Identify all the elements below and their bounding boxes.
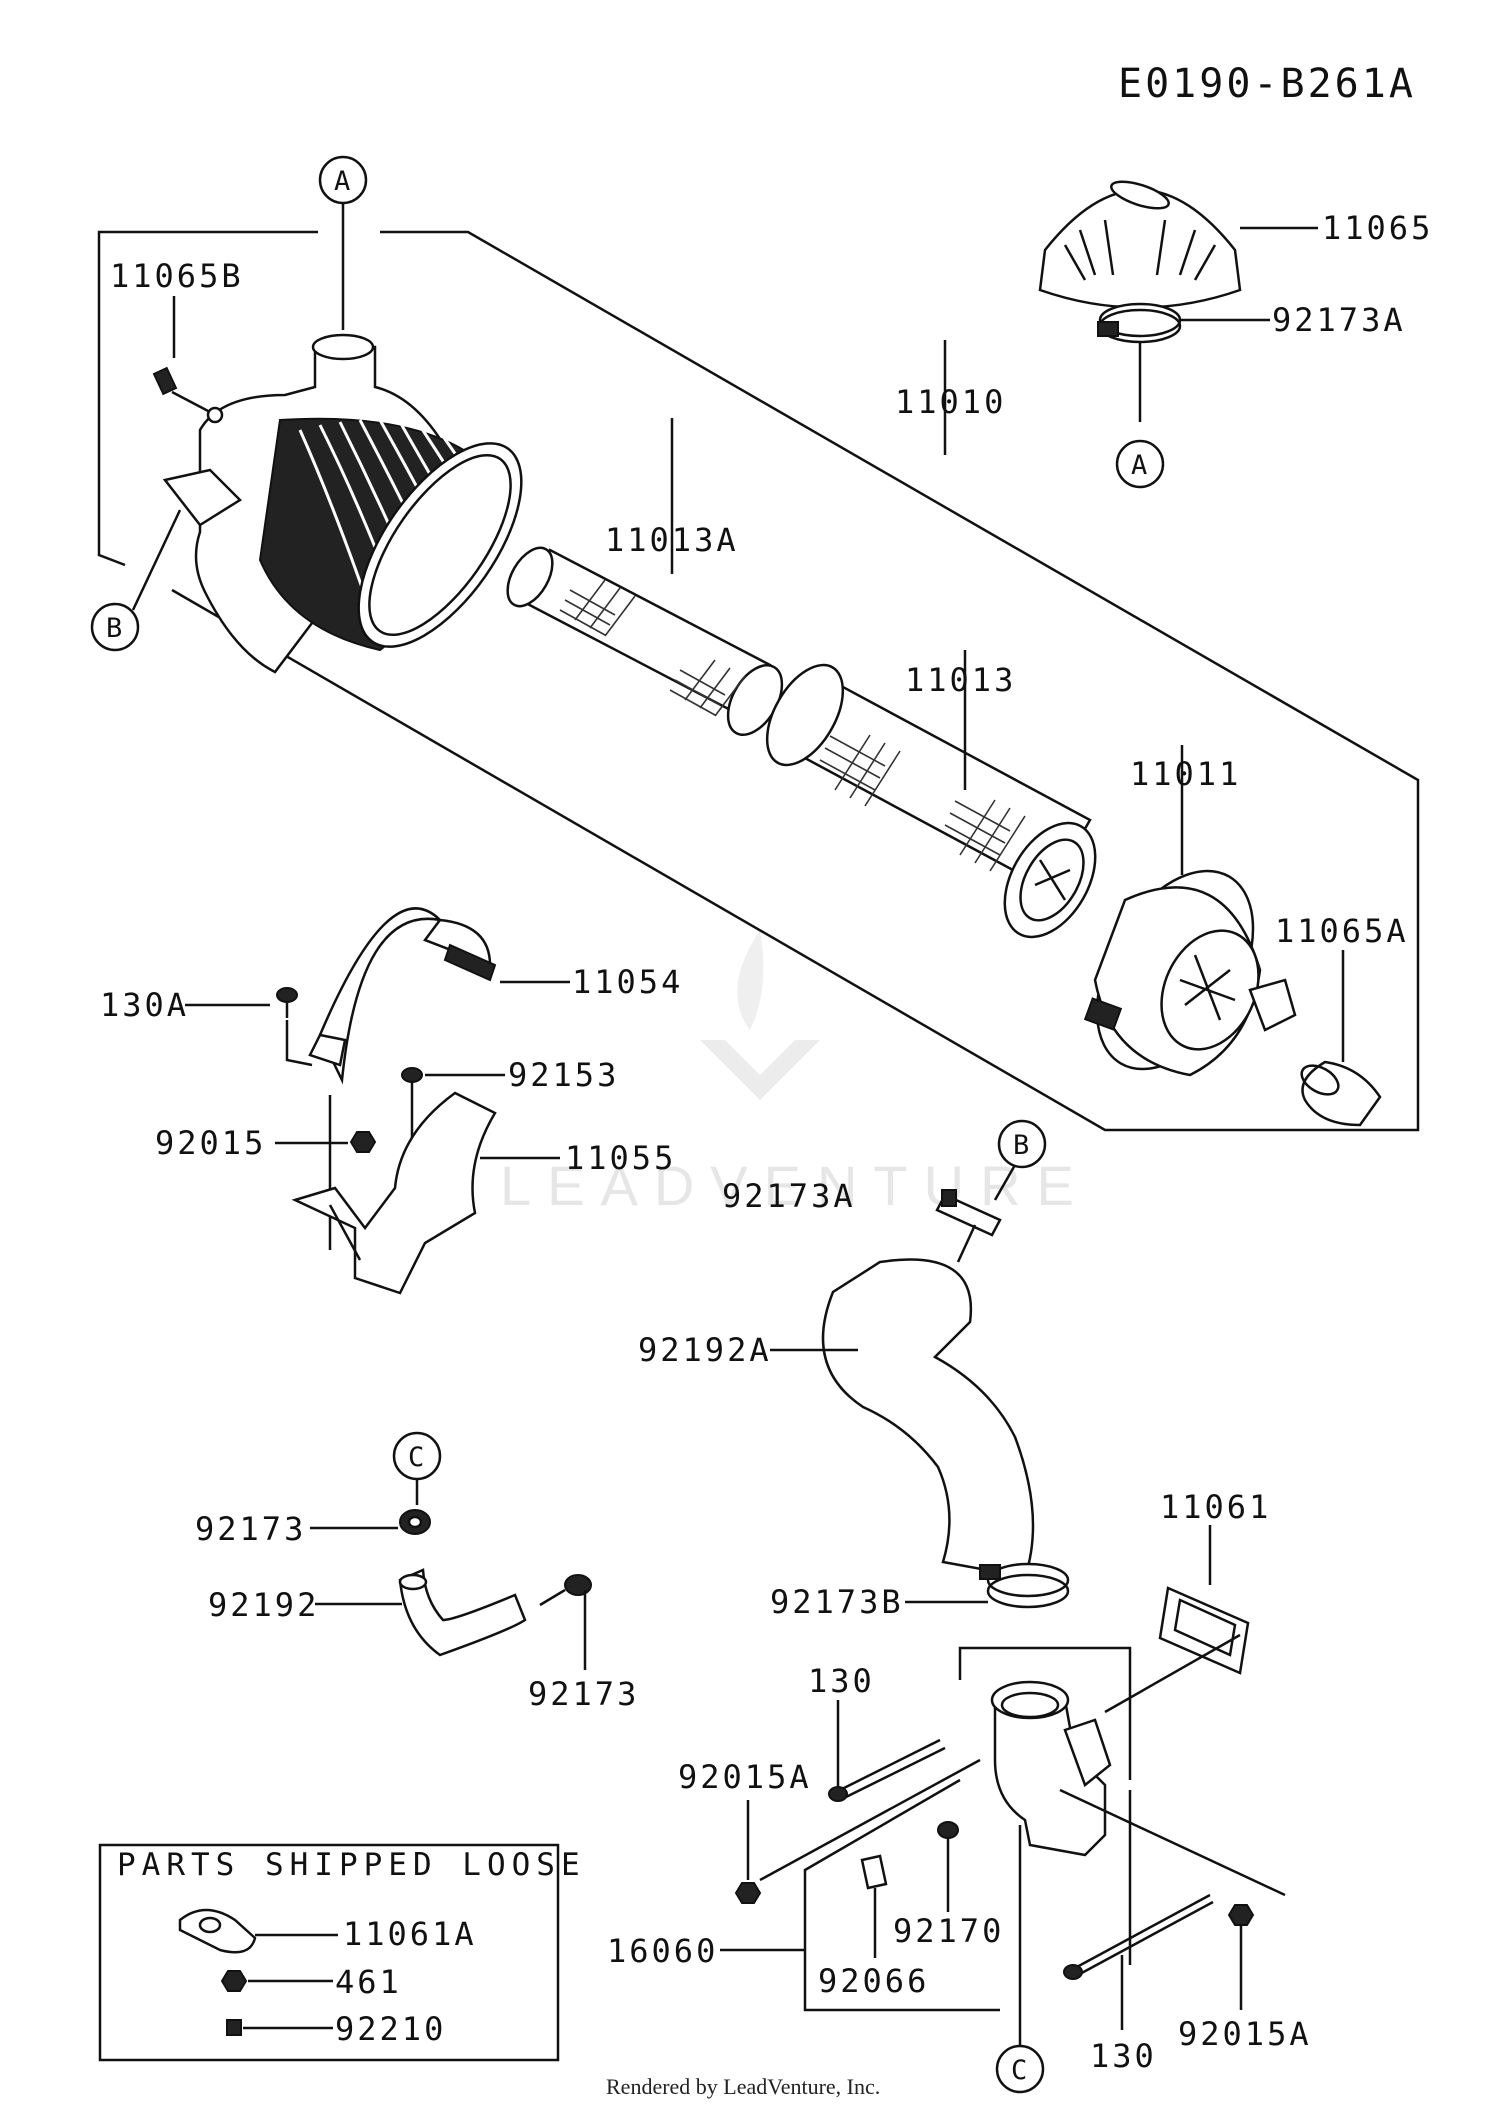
band-11054 xyxy=(308,907,570,1085)
cover-11065 xyxy=(1038,180,1318,309)
footer-credit: Rendered by LeadVenture, Inc. xyxy=(606,2074,880,2099)
part-label-11011: 11011 xyxy=(1130,755,1241,793)
callout-a-top-letter: A xyxy=(334,166,350,197)
parts-shipped-loose-box: PARTS SHIPPED LOOSE 11061A 461 92210 xyxy=(98,1843,586,2062)
nut-92015a-left xyxy=(734,1800,762,1904)
part-label-92170: 92170 xyxy=(893,1912,1004,1950)
callout-c-lower: C xyxy=(995,2044,1045,2094)
clip-92173a-lower xyxy=(935,1189,1002,1263)
bolt-130-lower xyxy=(1059,1788,1286,2030)
box-title: PARTS SHIPPED LOOSE xyxy=(117,1847,586,1883)
box-part-11061a: 11061A xyxy=(343,1915,477,1953)
callout-c-upper: C xyxy=(392,1431,442,1505)
watermark-text: LEADVENTURE xyxy=(500,1154,1090,1217)
watermark: LEADVENTURE xyxy=(500,930,1090,1217)
part-label-92173a-top: 92173A xyxy=(1272,301,1406,339)
callout-a-right: A xyxy=(1115,439,1165,489)
hose-92192a xyxy=(770,1258,1035,1579)
clip-92173-lower xyxy=(539,1574,592,1670)
part-label-92192: 92192 xyxy=(208,1586,319,1624)
part-label-16060: 16060 xyxy=(607,1932,718,1970)
air-cleaner-group-outline xyxy=(97,230,1420,1132)
diagram-code: E0190-B261A xyxy=(1118,61,1416,107)
bolt-130-upper xyxy=(759,1700,981,1882)
callout-b-left: B xyxy=(90,509,182,652)
clamp-92173a-top xyxy=(1097,302,1270,422)
callout-a-right-letter: A xyxy=(1131,450,1147,481)
part-label-92015: 92015 xyxy=(155,1124,266,1162)
part-label-11054: 11054 xyxy=(572,963,683,1001)
bracket-11055 xyxy=(291,1091,560,1295)
part-label-11065: 11065 xyxy=(1322,209,1433,247)
assembly-16060-outline xyxy=(803,1646,1132,2012)
part-label-130a: 130A xyxy=(100,986,189,1024)
bolt-11065b xyxy=(152,296,224,424)
callout-c-lower-letter: C xyxy=(1011,2055,1027,2086)
part-label-130-lower: 130 xyxy=(1090,2037,1157,2075)
part-label-92173a-lower: 92173A xyxy=(722,1177,856,1215)
part-label-11055: 11055 xyxy=(565,1139,676,1177)
box-part-461: 461 xyxy=(335,1963,402,2001)
callout-b-left-letter: B xyxy=(106,613,122,644)
clip-92170 xyxy=(937,1821,959,1912)
box-part-92210: 92210 xyxy=(335,2010,446,2048)
throttle-body-16060 xyxy=(990,1680,1112,2045)
callout-a-top: A xyxy=(318,155,368,330)
part-label-92173-upper: 92173 xyxy=(195,1510,306,1548)
part-label-11065a: 11065A xyxy=(1275,912,1409,950)
clamp-92173b xyxy=(905,1562,1070,1609)
bolt-130a xyxy=(185,987,313,1067)
air-cleaner-housing xyxy=(162,333,523,674)
part-label-11013: 11013 xyxy=(905,661,1016,699)
inner-element-11013a xyxy=(506,546,784,736)
nut-92015a-right xyxy=(1227,1904,1255,2010)
part-label-11065b: 11065B xyxy=(110,257,244,295)
part-label-92173b: 92173B xyxy=(770,1583,904,1621)
callout-b-lower: B xyxy=(993,1119,1047,1201)
part-label-92153: 92153 xyxy=(508,1056,619,1094)
part-label-92066: 92066 xyxy=(818,1962,929,2000)
cap-11011 xyxy=(1083,869,1297,1077)
callout-b-lower-letter: B xyxy=(1013,1130,1029,1161)
part-label-92192a: 92192A xyxy=(638,1331,772,1369)
part-label-130-upper: 130 xyxy=(808,1662,875,1700)
part-labels: 11065 92173A 11065B 11010 11013A 11013 1… xyxy=(100,209,1433,2075)
leader-lines-main xyxy=(670,340,1184,875)
valve-11065a xyxy=(1300,950,1382,1127)
nut-92015 xyxy=(275,1095,377,1250)
part-label-11061: 11061 xyxy=(1160,1488,1271,1526)
outer-element-11013 xyxy=(765,663,1097,939)
clip-92173-upper xyxy=(310,1509,431,1535)
part-label-11013a: 11013A xyxy=(605,521,739,559)
hose-92192 xyxy=(315,1568,527,1657)
callout-c-upper-letter: C xyxy=(408,1442,424,1473)
part-label-11010: 11010 xyxy=(895,383,1006,421)
part-label-92015a-right: 92015A xyxy=(1178,2015,1312,2053)
part-label-92173-lower: 92173 xyxy=(528,1675,639,1713)
part-label-92015a-left: 92015A xyxy=(678,1758,812,1796)
pin-92066 xyxy=(860,1854,888,1958)
gasket-11061 xyxy=(1104,1525,1250,1714)
